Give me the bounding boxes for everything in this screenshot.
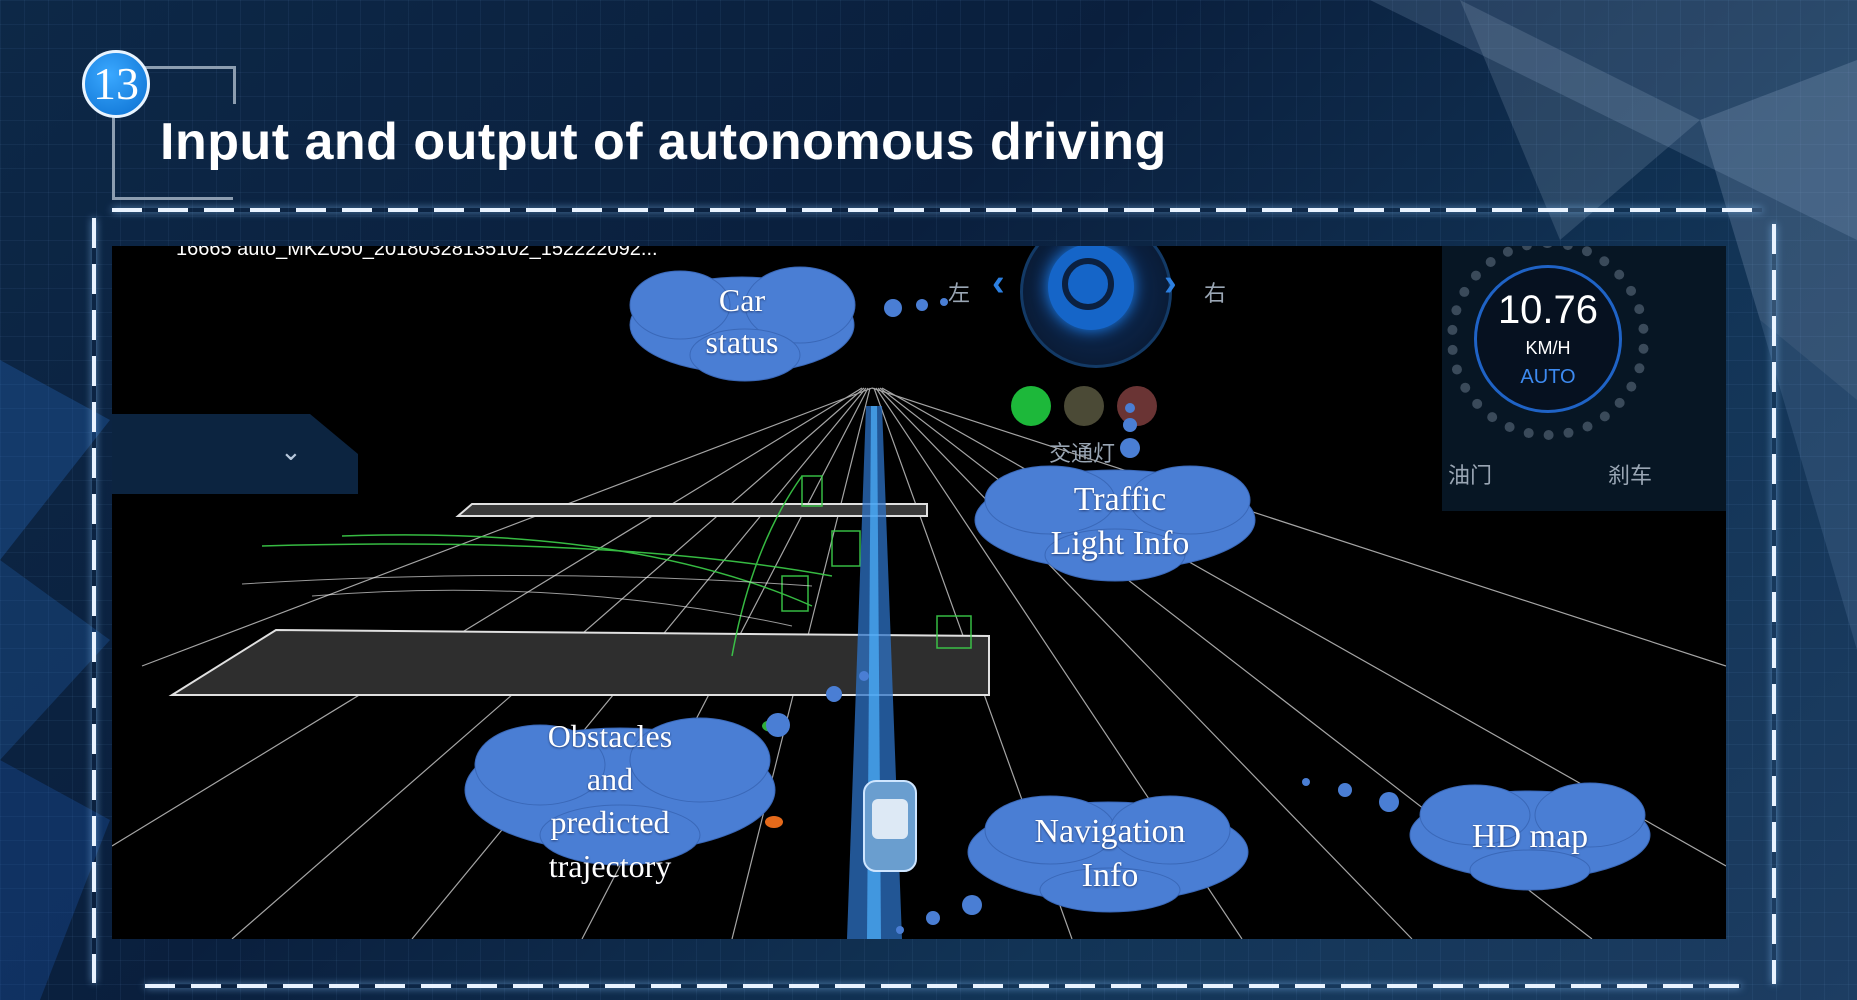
callout-obstacles: Obstacles and predicted trajectory [547, 718, 673, 884]
callout-car-status: Car status [705, 282, 779, 360]
frame-top-border [112, 208, 1762, 212]
brake-label: 刹车 [1608, 463, 1653, 488]
callout-navigation-info: Navigation Info [1034, 813, 1186, 895]
frame-right-border [1772, 224, 1776, 984]
steer-right-icon: › [1164, 262, 1177, 304]
steering-wheel-rim [1062, 258, 1114, 310]
layer-menu-panel[interactable] [112, 414, 358, 494]
frame-bottom-border [145, 984, 1741, 988]
title-bracket [112, 66, 236, 200]
chevron-down-icon[interactable]: ⌄ [280, 436, 302, 466]
traffic-light-label: 交通灯 [1049, 441, 1116, 466]
slide-number-badge: 13 [82, 50, 150, 118]
session-name: 16665 auto_MKZ050_20180328135102_1522220… [176, 246, 658, 260]
traffic-light-red [1117, 386, 1157, 426]
callout-hd-map: HD map [1471, 818, 1589, 855]
traffic-light-green [1011, 386, 1051, 426]
lidar-scene [112, 387, 1726, 939]
steer-left-label: 左 [948, 281, 971, 306]
traffic-light-yellow [1064, 386, 1104, 426]
steer-right-label: 右 [1204, 281, 1227, 306]
speed-value: 10.76 [1497, 288, 1599, 332]
callout-traffic-light-info: Traffic Light Info [1050, 481, 1190, 563]
slide-title: Input and output of autonomous driving [160, 113, 1167, 171]
frame-left-border [92, 218, 96, 983]
speed-unit: KM/H [1525, 338, 1571, 358]
steer-left-icon: ‹ [992, 262, 1005, 304]
drive-mode: AUTO [1520, 366, 1576, 388]
speed-gauge-inner [1474, 265, 1622, 413]
throttle-label: 油门 [1448, 463, 1493, 488]
